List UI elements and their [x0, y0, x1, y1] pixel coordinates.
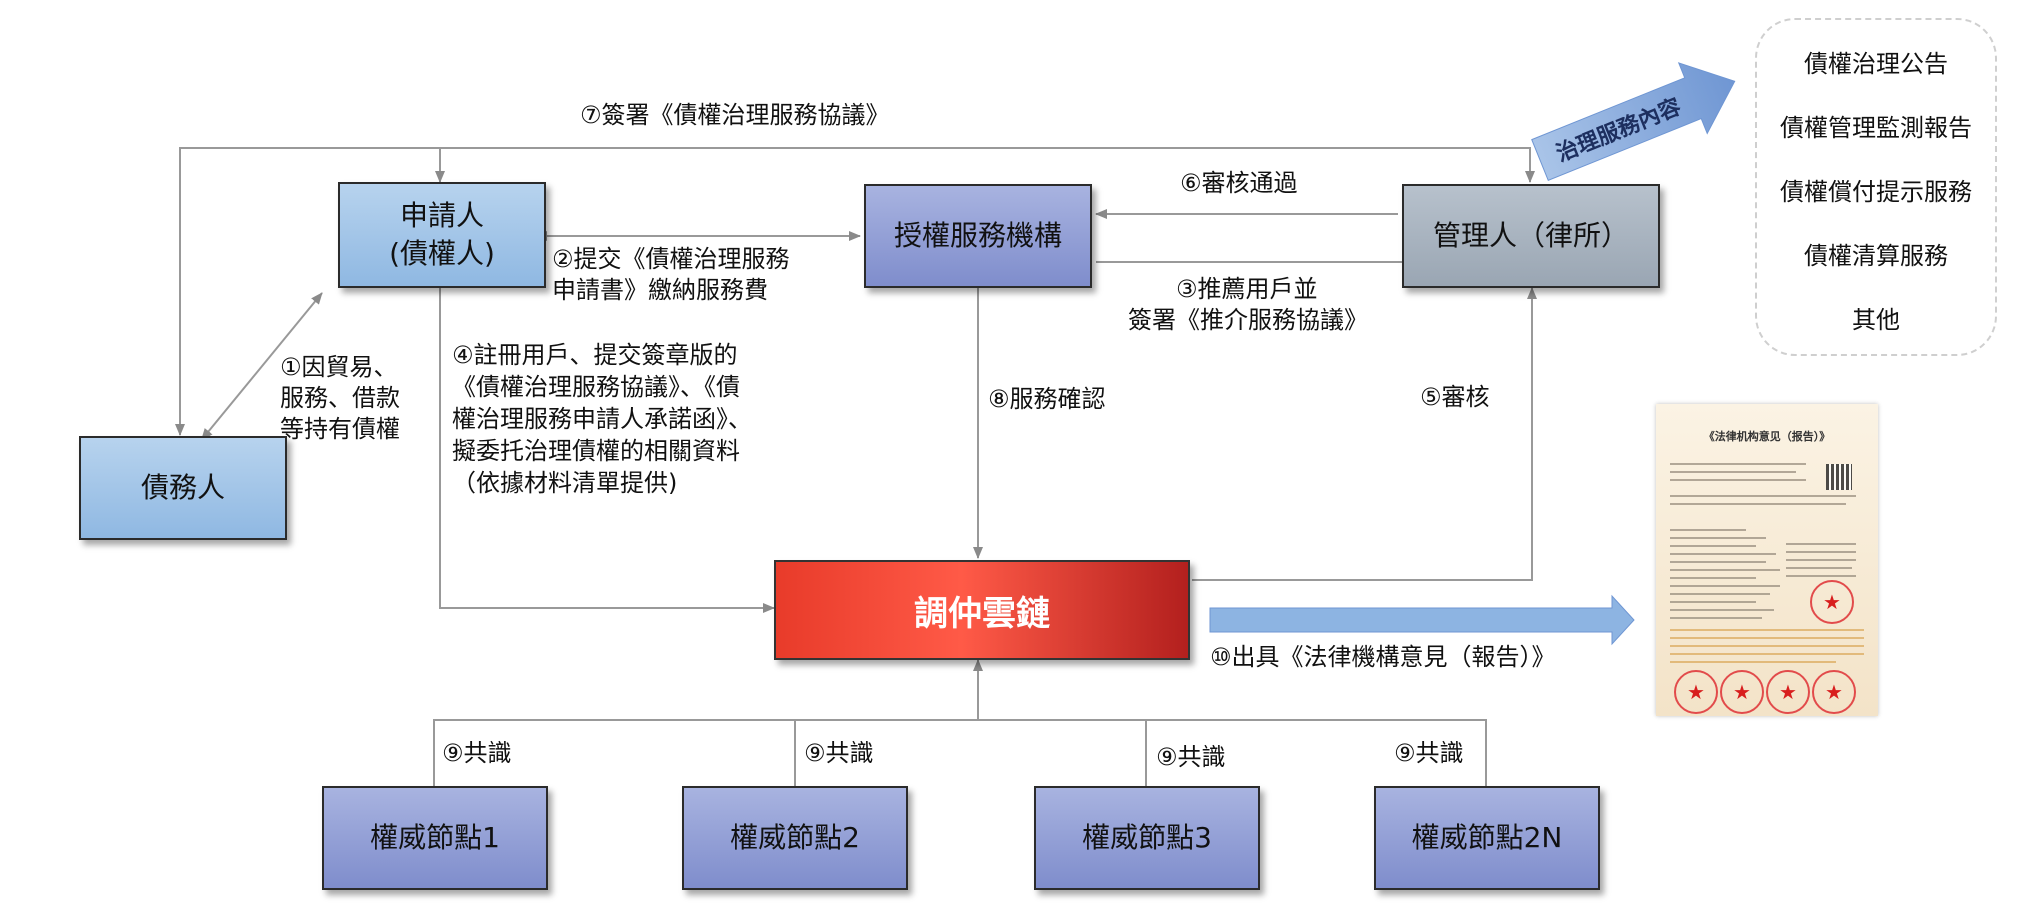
- label-register-1: ④註冊用戶、提交簽章版的: [452, 341, 738, 369]
- auth-node-3[interactable]: 權威節點3: [1034, 786, 1260, 890]
- auth-node-1[interactable]: 權威節點1: [322, 786, 548, 890]
- debtor-title: 債務人: [140, 471, 225, 504]
- label-consensus-1: ⑨共識: [442, 739, 512, 767]
- label-register-2: 《債權治理服務協議》、《債: [452, 373, 740, 401]
- label-register-5: （依據材料清單提供): [452, 469, 678, 497]
- label-consensus-4: ⑨共識: [1394, 739, 1464, 767]
- service-item: 其他: [1852, 306, 1900, 334]
- manager-box[interactable]: 管理人（律所）: [1402, 184, 1660, 288]
- edge-sign-agreement: [175, 147, 1386, 436]
- label-cause-3: 等持有債權: [280, 415, 400, 443]
- seal-stamp-icon: ★: [1810, 580, 1854, 624]
- auth-org-title: 授權服務機構: [893, 219, 1062, 252]
- legal-opinion-document: 《法律机构意见（报告）》 ★ ★ ★ ★ ★: [1656, 404, 1878, 716]
- seal-stamp-icon: ★: [1674, 670, 1718, 714]
- label-submit-1: ②提交《債權治理服務: [552, 245, 790, 273]
- label-sign-agreement: ⑦簽署《債權治理服務協議》: [580, 101, 890, 129]
- debtor-box[interactable]: 債務人: [79, 436, 287, 540]
- edge-review: [1192, 287, 1537, 581]
- edge-debt-relation: [201, 292, 323, 441]
- label-recommend-2: 簽署《推介服務協議》: [1128, 306, 1368, 334]
- seal-stamp-icon: ★: [1766, 670, 1810, 714]
- service-item: 債權管理監測報告: [1780, 114, 1972, 142]
- manager-title: 管理人（律所）: [1432, 219, 1629, 252]
- label-consensus-2: ⑨共識: [804, 739, 874, 767]
- qr-code-icon: [1826, 464, 1852, 490]
- label-service-confirm: ⑧服務確認: [988, 385, 1106, 413]
- label-register-4: 擬委托治理債權的相關資料: [452, 437, 740, 465]
- label-submit-2: 申請書》繳納服務費: [552, 276, 768, 304]
- label-register-3: 權治理服務申請人承諾函》、: [452, 405, 752, 433]
- auth-org-box[interactable]: 授權服務機構: [864, 184, 1092, 288]
- services-panel: [1755, 18, 1997, 356]
- auth-node-label: 權威節點3: [1082, 821, 1212, 854]
- service-item: 債權清算服務: [1804, 242, 1948, 270]
- label-approve: ⑥審核通過: [1180, 169, 1298, 197]
- chain-title: 調仲雲鏈: [914, 593, 1050, 634]
- seal-stamp-icon: ★: [1812, 670, 1856, 714]
- label-consensus-3: ⑨共識: [1156, 743, 1226, 771]
- applicant-box[interactable]: 申請人 (債權人): [338, 182, 546, 288]
- label-review: ⑤審核: [1420, 383, 1490, 411]
- document-text-lines: [1670, 463, 1864, 663]
- document-title: 《法律机构意见（报告）》: [1703, 430, 1831, 443]
- auth-node-label: 權威節點2: [730, 821, 860, 854]
- applicant-subtitle: (債權人): [389, 237, 495, 270]
- service-item: 債權治理公告: [1804, 50, 1948, 78]
- auth-node-2n[interactable]: 權威節點2N: [1374, 786, 1600, 890]
- seal-stamp-icon: ★: [1720, 670, 1764, 714]
- issue-opinion-arrow: [1209, 594, 1635, 646]
- governance-content-arrow: [1531, 62, 1736, 182]
- auth-node-2[interactable]: 權威節點2: [682, 786, 908, 890]
- auth-node-label: 權威節點2N: [1411, 821, 1563, 854]
- auth-node-label: 權威節點1: [370, 821, 500, 854]
- applicant-title: 申請人: [399, 199, 484, 232]
- label-recommend-1: ③推薦用戶並: [1176, 275, 1318, 303]
- label-cause-2: 服務、借款: [280, 384, 400, 412]
- chain-box[interactable]: 調仲雲鏈: [774, 560, 1190, 660]
- label-cause-1: ①因貿易、: [280, 353, 398, 381]
- edge-register: [439, 288, 775, 613]
- label-issue-opinion: ⑩出具《法律機構意見（報告）》: [1210, 643, 1556, 671]
- service-item: 債權償付提示服務: [1780, 178, 1972, 206]
